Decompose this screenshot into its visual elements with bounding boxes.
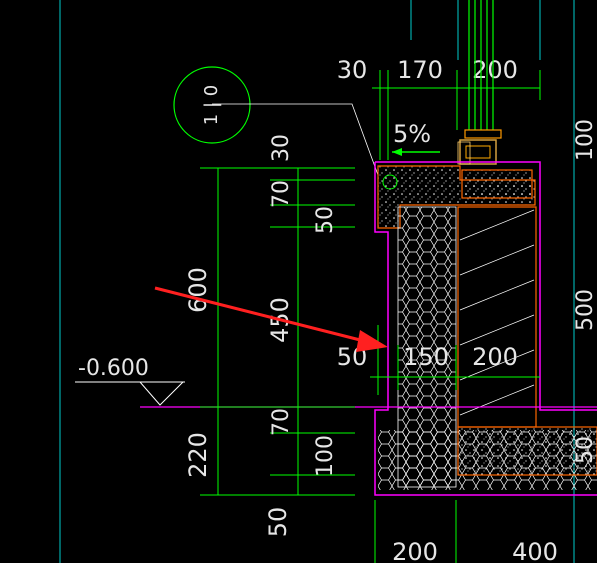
dim-top-200: 200 <box>472 56 518 84</box>
dim-inner-70-top: 70 <box>269 180 294 208</box>
dim-left-220: 220 <box>184 432 212 478</box>
dim-bottom-400: 400 <box>512 538 558 563</box>
detail-marker-text: 1 | 0 <box>201 85 222 125</box>
left-dimension-lines <box>200 167 355 496</box>
dim-top-170: 170 <box>397 56 443 84</box>
window-sill-profile <box>457 129 502 165</box>
dim-left-30: 30 <box>269 134 294 162</box>
dim-mid-150: 150 <box>403 343 449 371</box>
dim-top-30: 30 <box>337 56 368 84</box>
mid-dimension-line <box>370 325 540 395</box>
coping-concrete <box>377 165 536 229</box>
dim-right-50: 50 <box>573 436 597 464</box>
elevation-label: -0.600 <box>78 356 149 381</box>
dim-inner-100: 100 <box>313 435 338 477</box>
dim-mid-200: 200 <box>472 343 518 371</box>
concrete-wall <box>457 206 597 476</box>
window-frame <box>468 0 494 130</box>
dim-inner-50: 50 <box>313 206 338 234</box>
wall-outline <box>374 161 597 496</box>
dim-bottom-200: 200 <box>392 538 438 563</box>
elevation-marker-triangle <box>139 381 184 406</box>
dim-left-600: 600 <box>184 267 212 313</box>
top-dimension-chain <box>372 70 541 160</box>
red-annotation-arrow <box>154 286 388 352</box>
slope-label: 5% <box>393 120 431 148</box>
dim-inner-70-bottom: 70 <box>269 408 294 436</box>
dim-right-100: 100 <box>573 119 597 161</box>
dim-left-50: 50 <box>264 507 292 538</box>
dim-right-500: 500 <box>573 289 597 331</box>
detail-marker: 1 | 0 <box>173 66 398 190</box>
bottom-dimension-line <box>374 500 457 563</box>
